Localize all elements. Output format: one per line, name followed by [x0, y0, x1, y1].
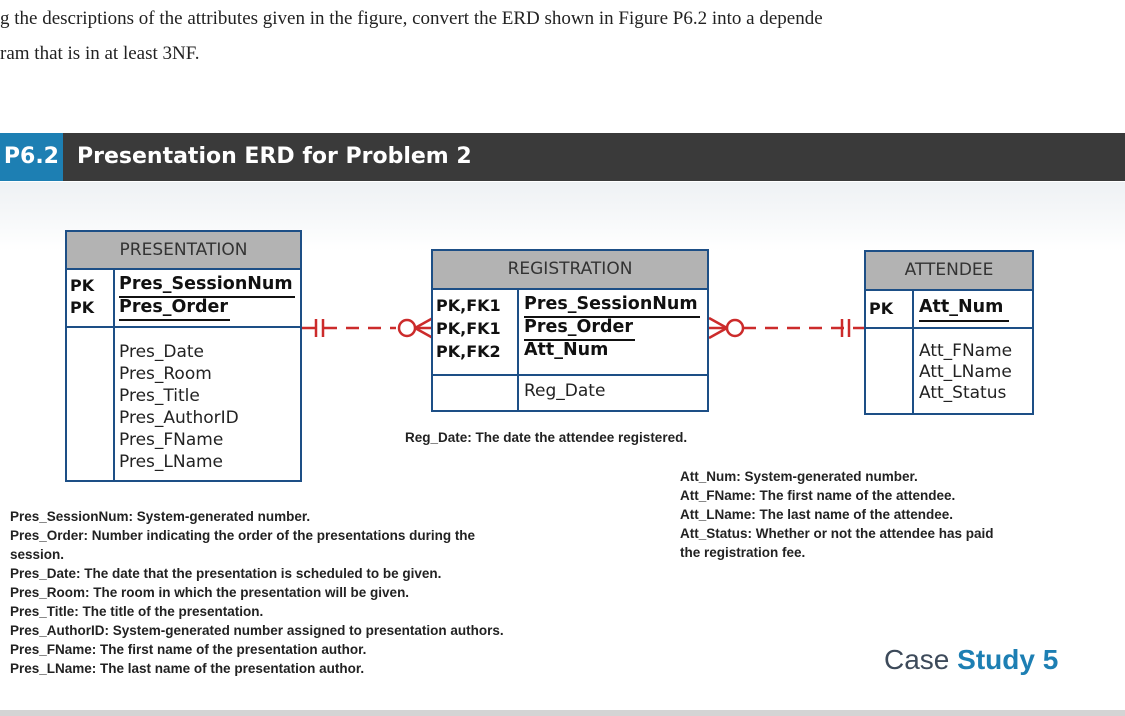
case-word: Case: [884, 644, 950, 675]
key-column: [866, 329, 914, 413]
entity-presentation: PRESENTATION PK PK Pres_SessionNum Pres_…: [65, 230, 302, 482]
note-line: the registration fee.: [680, 545, 806, 560]
key-label: PK,FK1: [436, 319, 501, 338]
note-line: Pres_Date: The date that the presentatio…: [10, 566, 442, 581]
attribute: Pres_Title: [119, 386, 200, 406]
attribute: Att_LName: [919, 362, 1012, 382]
key-column: PK: [866, 291, 914, 327]
pk-attribute: Att_Num: [524, 340, 609, 360]
key-label: PK: [869, 299, 894, 318]
attribute-section: Att_FName Att_LName Att_Status: [866, 329, 1032, 413]
pk-section: PK,FK1 PK,FK1 PK,FK2 Pres_SessionNum Pre…: [433, 290, 707, 376]
attribute: Pres_Room: [119, 364, 212, 384]
entity-registration: REGISTRATION PK,FK1 PK,FK1 PK,FK2 Pres_S…: [431, 249, 709, 412]
note-line: Pres_Title: The title of the presentatio…: [10, 604, 264, 619]
key-column: PK,FK1 PK,FK1 PK,FK2: [433, 290, 519, 374]
key-label: PK,FK2: [436, 342, 501, 361]
figure-number: P6.2: [0, 133, 63, 181]
attribute: Reg_Date: [524, 381, 606, 401]
intro-line-1: g the descriptions of the attributes giv…: [0, 8, 823, 29]
pk-section: PK Att_Num: [866, 291, 1032, 329]
intro-text: g the descriptions of the attributes giv…: [0, 0, 1125, 130]
pk-section: PK PK Pres_SessionNum Pres_Order: [67, 270, 300, 328]
note-line: Pres_FName: The first name of the presen…: [10, 642, 367, 657]
pk-underline: [524, 339, 635, 341]
note-line: session.: [10, 547, 65, 562]
pk-attribute: Pres_SessionNum: [524, 294, 698, 314]
pk-attribute: Att_Num: [919, 297, 1004, 317]
note-line: Pres_Order: Number indicating the order …: [10, 528, 476, 543]
key-column: [67, 328, 115, 480]
entity-name: PRESENTATION: [67, 232, 300, 270]
note-line: Att_Status: Whether or not the attendee …: [680, 526, 994, 541]
intro-line-2: ram that is in at least 3NF.: [0, 43, 200, 64]
note-line: Att_Num: System-generated number.: [680, 469, 918, 484]
pk-underline: [119, 319, 230, 321]
attribute-section: Reg_Date: [433, 376, 707, 410]
bottom-rule: [0, 710, 1125, 716]
key-label: PK: [70, 298, 95, 317]
attribute-section: Pres_Date Pres_Room Pres_Title Pres_Auth…: [67, 328, 300, 480]
note-line: Pres_AuthorID: System-generated number a…: [10, 623, 504, 638]
attribute: Pres_Date: [119, 342, 205, 362]
key-column: [433, 376, 519, 410]
entity-attendee: ATTENDEE PK Att_Num Att_FName Att_LName …: [864, 250, 1034, 415]
pk-underline: [524, 316, 700, 318]
figure-title-bar: P6.2 Presentation ERD for Problem 2: [0, 133, 1125, 181]
case-study-number: Study 5: [957, 644, 1059, 675]
pk-underline: [919, 320, 1009, 322]
note-line: Att_LName: The last name of the attendee…: [680, 507, 954, 522]
key-label: PK: [70, 276, 95, 295]
reg-date-note: Reg_Date: The date the attendee register…: [405, 430, 688, 445]
note-line: Pres_LName: The last name of the present…: [10, 661, 365, 676]
case-study-label: Case Study 5: [884, 644, 1058, 676]
note-line: Att_FName: The first name of the attende…: [680, 488, 956, 503]
attribute: Pres_FName: [119, 430, 224, 450]
note-line: Pres_Room: The room in which the present…: [10, 585, 410, 600]
entity-name: ATTENDEE: [866, 252, 1032, 291]
entity-name: REGISTRATION: [433, 251, 707, 290]
key-column: PK PK: [67, 270, 115, 326]
attribute: Pres_LName: [119, 452, 224, 472]
attribute: Att_Status: [919, 383, 1007, 403]
figure-title: Presentation ERD for Problem 2: [77, 144, 472, 169]
attribute: Pres_AuthorID: [119, 408, 239, 428]
pk-underline: [119, 296, 295, 298]
attribute: Att_FName: [919, 341, 1013, 361]
pk-attribute: Pres_Order: [119, 297, 229, 317]
pk-attribute: Pres_SessionNum: [119, 274, 293, 294]
key-label: PK,FK1: [436, 296, 501, 315]
pk-attribute: Pres_Order: [524, 317, 634, 337]
note-line: Pres_SessionNum: System-generated number…: [10, 509, 311, 524]
